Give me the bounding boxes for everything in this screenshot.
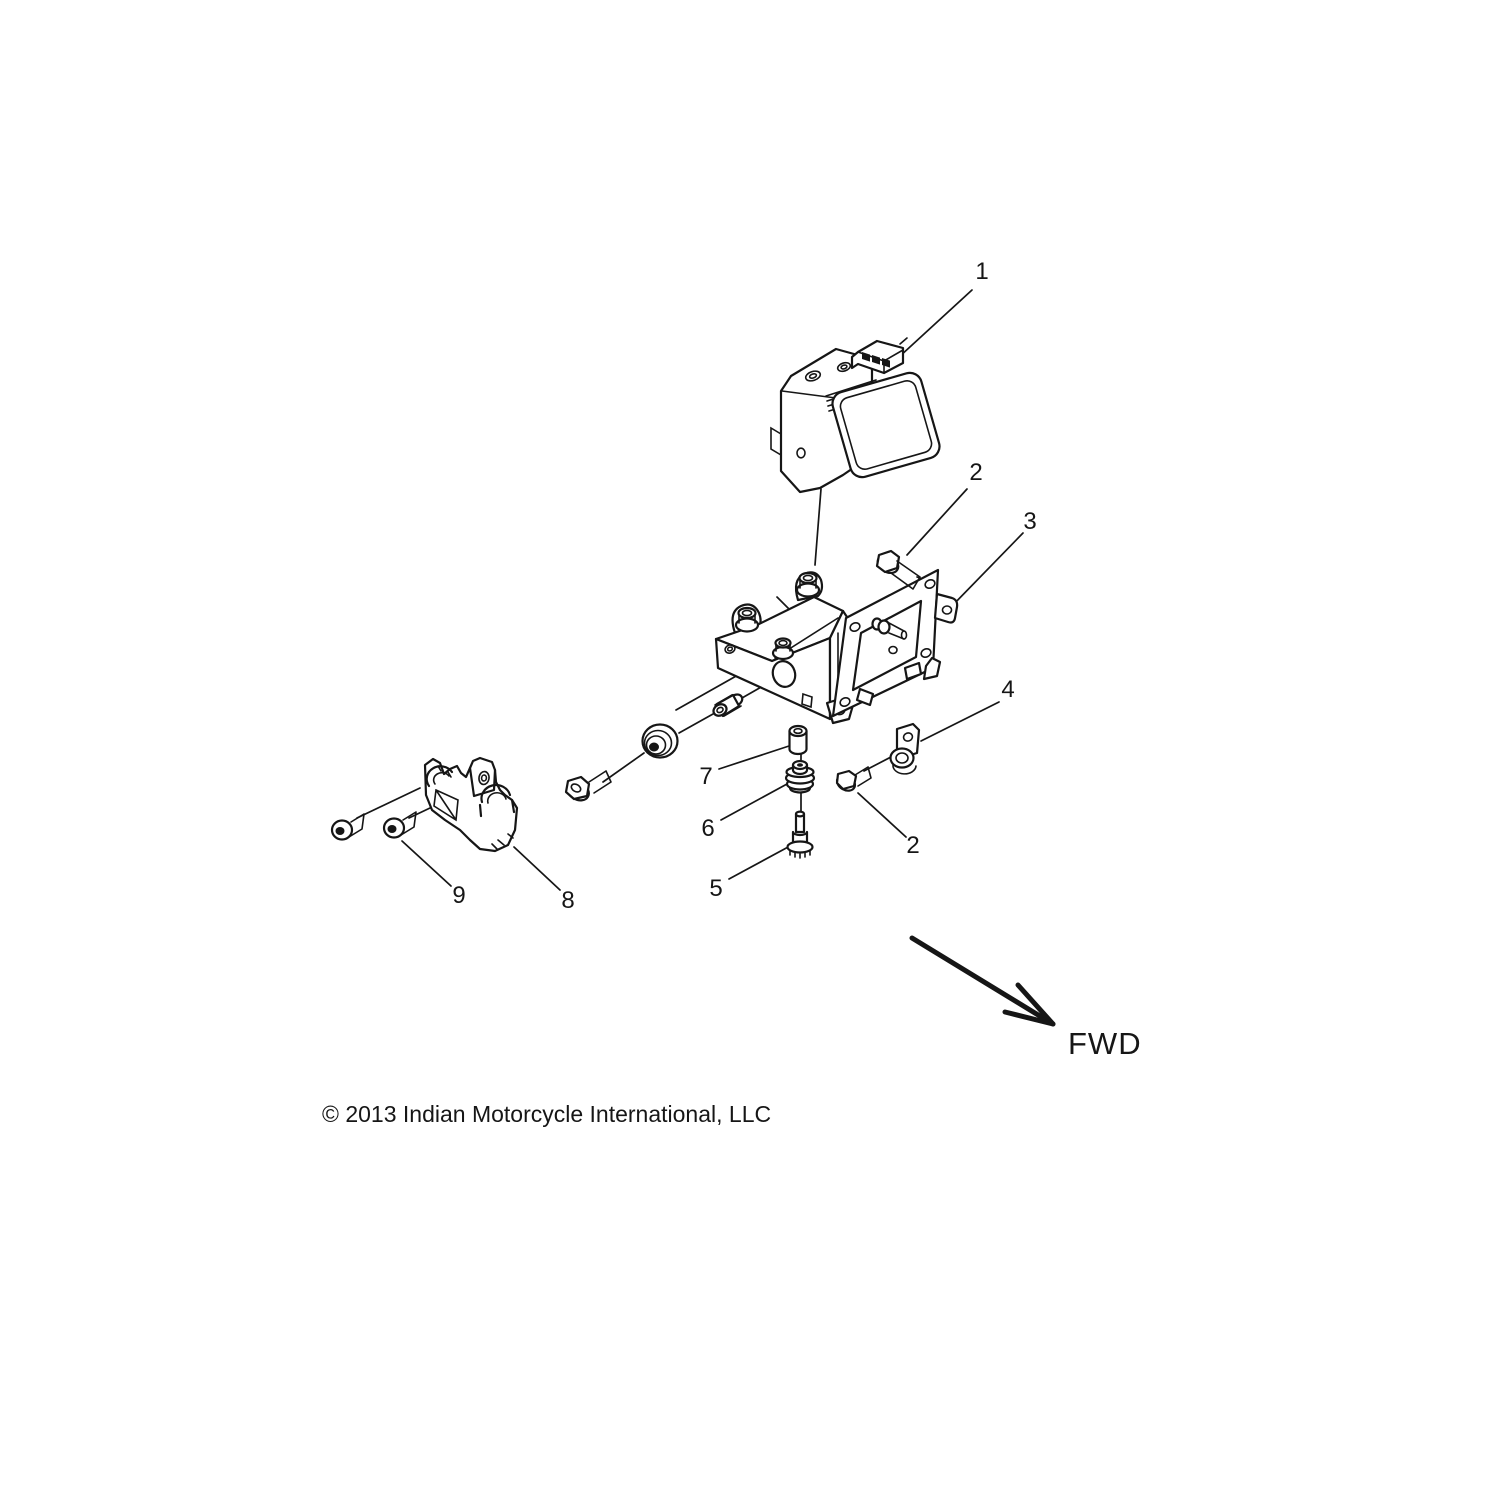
callout-8: 8 bbox=[561, 887, 575, 914]
leader-lines bbox=[401, 289, 1024, 891]
shoulder-bolt-drawing bbox=[786, 810, 814, 859]
abs-ecu-cover bbox=[831, 371, 941, 479]
line-holder-drawing bbox=[423, 756, 519, 853]
grommet-drawing bbox=[784, 759, 816, 794]
spacer-drawing bbox=[788, 724, 808, 756]
flange-nut-drawing bbox=[734, 606, 760, 633]
leader-line-6 bbox=[720, 783, 788, 821]
leader-line-2-lower bbox=[857, 792, 907, 838]
callout-9: 9 bbox=[452, 882, 466, 909]
hex-flange-bolt-left-drawing bbox=[564, 770, 612, 802]
callout-3: 3 bbox=[1023, 508, 1037, 535]
callout-7: 7 bbox=[699, 763, 713, 790]
bushing-drawing bbox=[712, 693, 744, 718]
flange-nut-drawing bbox=[771, 637, 795, 661]
mounting-plate-drawing bbox=[831, 568, 959, 718]
callout-5: 5 bbox=[709, 875, 723, 902]
callout-2-upper: 2 bbox=[969, 459, 983, 486]
leader-line-4a bbox=[920, 701, 1000, 742]
p-clamp-drawing bbox=[889, 722, 921, 775]
leader-line-8 bbox=[513, 846, 561, 891]
fwd-direction-label: FWD bbox=[1068, 1026, 1142, 1061]
fwd-arrow-icon bbox=[909, 935, 1056, 1027]
callout-1: 1 bbox=[975, 258, 989, 285]
rubber-grommet-large-drawing bbox=[641, 723, 679, 759]
callout-6: 6 bbox=[701, 815, 715, 842]
hex-flange-bolt-upper-drawing bbox=[875, 549, 921, 590]
stud-drawing bbox=[871, 617, 908, 655]
plate-outline bbox=[831, 568, 940, 718]
leader-line-5 bbox=[728, 845, 791, 880]
hex-flange-bolt-lower-drawing bbox=[835, 766, 872, 792]
leader-line-3 bbox=[949, 532, 1024, 609]
leader-line-1 bbox=[898, 289, 973, 358]
socket-screw-drawing bbox=[330, 813, 365, 841]
flange-nut-drawing bbox=[795, 571, 821, 598]
plate-window bbox=[851, 599, 923, 692]
copyright-notice: © 2013 Indian Motorcycle International, … bbox=[322, 1101, 772, 1127]
leader-line-9 bbox=[401, 840, 452, 887]
socket-screw-drawing bbox=[382, 811, 417, 839]
callout-2-lower: 2 bbox=[906, 832, 920, 859]
callout-4: 4 bbox=[1001, 676, 1015, 703]
leader-line-7 bbox=[718, 745, 790, 770]
bracket-grommet-hole bbox=[771, 660, 797, 688]
abs-connector bbox=[850, 337, 908, 375]
abs-module-drawing bbox=[770, 337, 941, 494]
leader-line-2-upper bbox=[906, 488, 968, 556]
